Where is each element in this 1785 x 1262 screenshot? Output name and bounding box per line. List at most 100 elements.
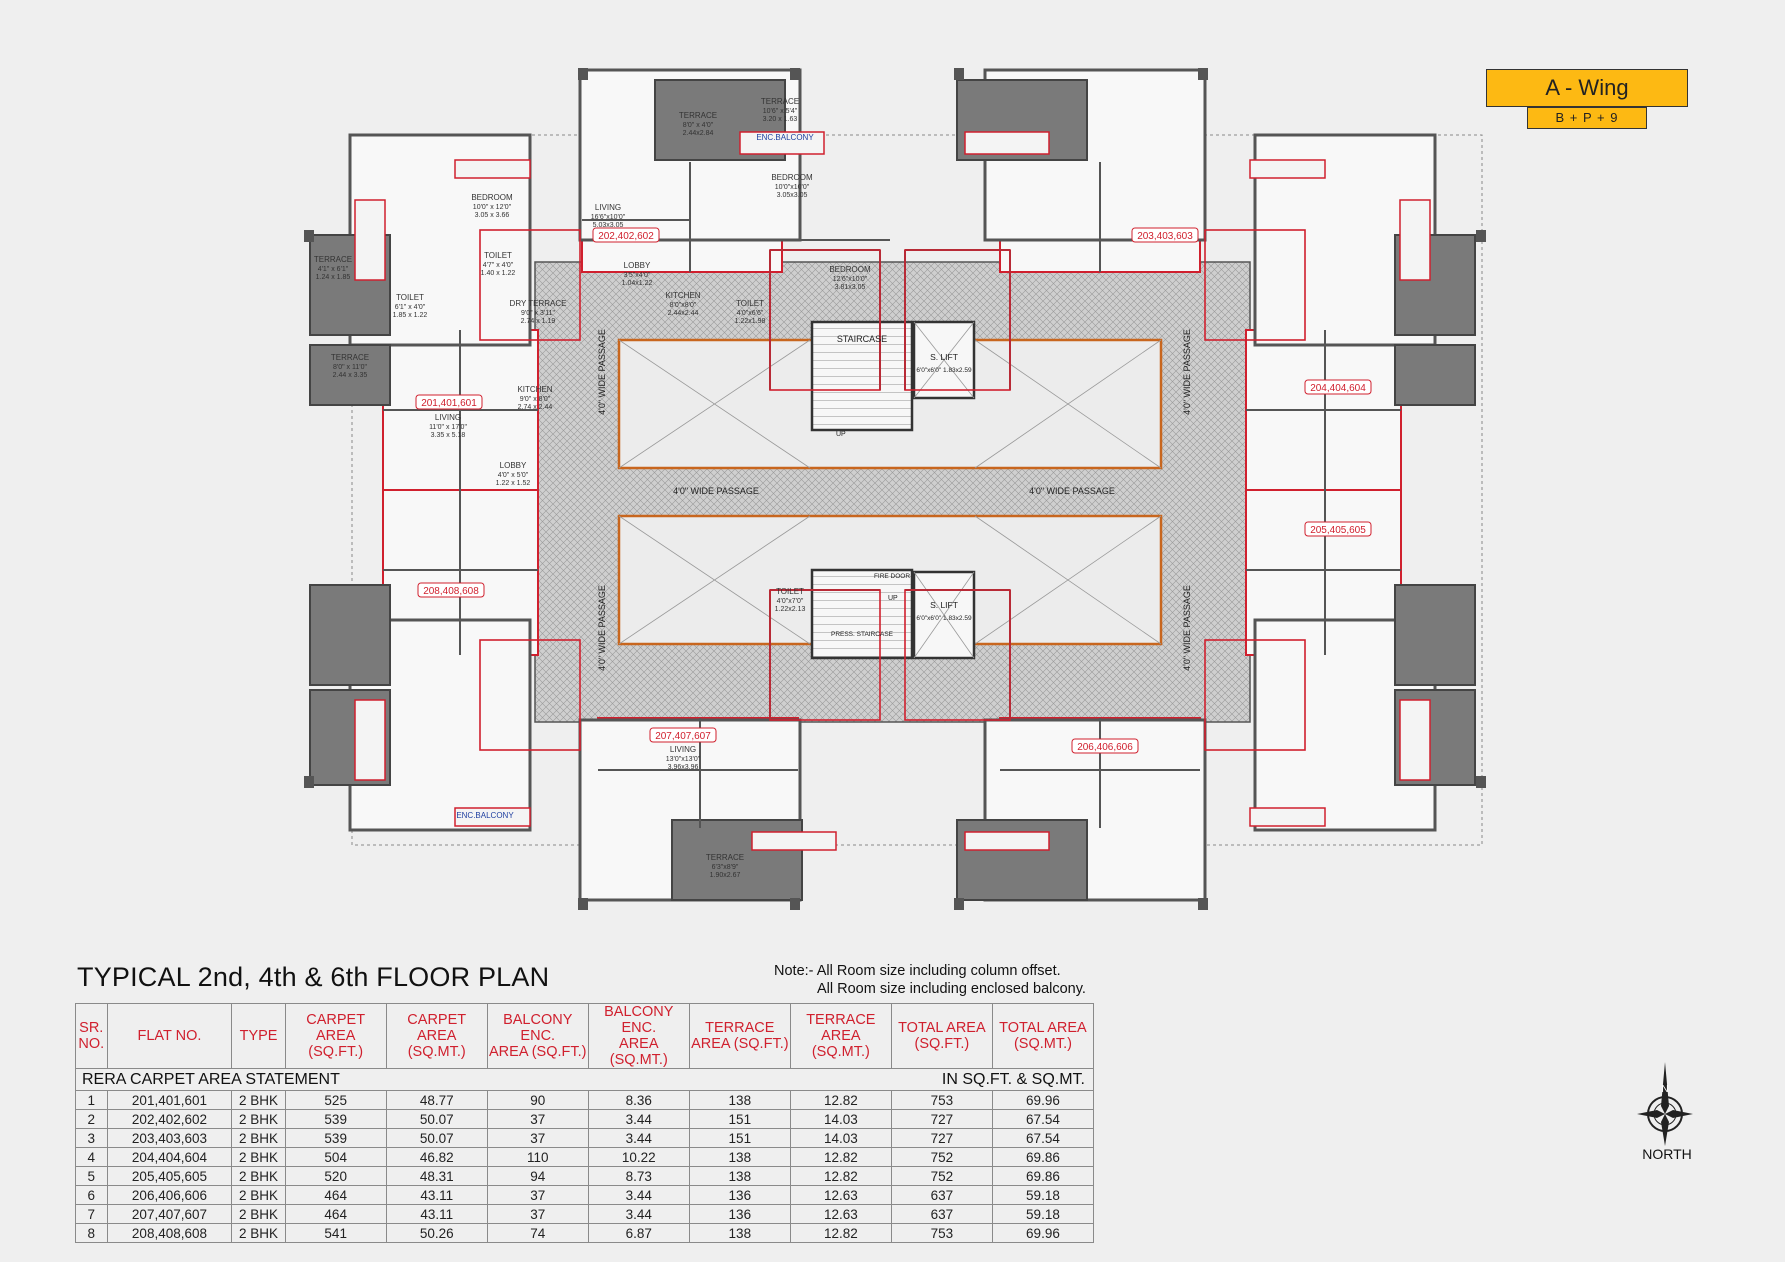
room-name: KITCHEN [665, 291, 700, 300]
table-cell: 138 [688, 1223, 791, 1243]
enc-balcony [964, 831, 1050, 851]
room-name: LIVING [435, 413, 461, 422]
room-outline [904, 249, 1011, 391]
room-size: 16'6"x10'0" [591, 214, 626, 221]
table-header-cell: CARPET AREA (SQ.FT.) [284, 1003, 387, 1069]
table-cell: 50.26 [385, 1223, 488, 1243]
room-name: TERRACE [679, 111, 717, 120]
table-cell: 59.18 [991, 1204, 1095, 1224]
svg-text:207,407,607: 207,407,607 [655, 731, 711, 742]
compass-n-letter: N [1661, 1084, 1668, 1095]
table-cell: 74 [486, 1223, 589, 1243]
enc-balcony [751, 831, 837, 851]
room-name: TOILET [736, 299, 764, 308]
room-size: 11'0" x 17'0" [429, 424, 467, 431]
room-size: 9'0" x 8'0" [520, 396, 551, 403]
table-cell: 8.73 [587, 1166, 690, 1186]
enc-balcony [354, 699, 386, 781]
room-size-metric: 3.05x3.05 [777, 192, 808, 199]
table-cell: 10.22 [587, 1147, 690, 1167]
room-size: 6'3"x8'9" [712, 864, 739, 871]
room-label: ENC.BALCONY [456, 811, 514, 820]
table-cell: 37 [486, 1128, 589, 1148]
table-cell: 752 [890, 1166, 993, 1186]
room-name: TOILET [776, 587, 804, 596]
room-name: BEDROOM [771, 173, 813, 182]
table-cell: 12.82 [789, 1090, 892, 1110]
table-cell: 69.96 [991, 1223, 1095, 1243]
table-cell: 69.86 [991, 1147, 1095, 1167]
table-cell: 59.18 [991, 1185, 1095, 1205]
enc-balcony [354, 199, 386, 281]
room-name: DRY TERRACE [510, 299, 567, 308]
table-cell: 67.54 [991, 1128, 1095, 1148]
table-cell: 520 [284, 1166, 387, 1186]
room-size: 10'6" x 5'4" [763, 108, 798, 115]
table-cell: 2 BHK [231, 1147, 286, 1167]
flat-tag-207: 207,407,607 [649, 727, 717, 743]
table-cell: 2 BHK [231, 1185, 286, 1205]
flat-tag-203: 203,403,603 [1131, 227, 1199, 243]
table-cell: 539 [284, 1109, 387, 1129]
lift-size-top: 6'0"x6'0" 1.83x2.59 [916, 367, 972, 374]
flat-outline [1245, 329, 1402, 496]
compass-label: NORTH [1642, 1146, 1692, 1162]
enc-balcony [1249, 159, 1326, 179]
enc-balcony [1399, 699, 1431, 781]
room-size-metric: 3.81x3.05 [835, 284, 866, 291]
room-size-metric: 1.90x2.67 [710, 872, 741, 879]
terrace-slab [309, 584, 391, 686]
svg-text:206,406,606: 206,406,606 [1077, 742, 1133, 753]
room-size-metric: 2.44 x 3.35 [333, 372, 368, 379]
table-cell: 138 [688, 1090, 791, 1110]
table-header-cell: TERRACE AREA (SQ.MT.) [789, 1003, 892, 1069]
enc-balcony [1249, 807, 1326, 827]
room-label: LIVING 11'0" x 17'0"3.35 x 5.18 [429, 413, 467, 439]
room-size-metric: 3.35 x 5.18 [431, 432, 466, 439]
note: Note:- All Room size including column of… [774, 962, 1086, 998]
room-outline [769, 249, 881, 391]
column [578, 68, 588, 80]
table-cell: 4 [75, 1147, 108, 1167]
wing-title-badge: A - Wing [1486, 69, 1688, 107]
room-size: 6'1" x 4'0" [395, 304, 426, 311]
table-cell: 110 [486, 1147, 589, 1167]
room-size: 4'0"x6'6" [737, 310, 764, 317]
up-label-top: UP [836, 431, 846, 438]
column [790, 68, 800, 80]
note-line-2: All Room size including enclosed balcony… [817, 981, 1086, 997]
table-header-cell: BALCONY ENC. AREA (SQ.MT.) [587, 1003, 690, 1069]
passage-label-left: 4'0" WIDE PASSAGE [673, 486, 759, 496]
room-size-metric: 1.22x1.98 [735, 318, 766, 325]
column [578, 898, 588, 910]
table-header-cell: SR. NO. [75, 1003, 108, 1069]
table-cell: 37 [486, 1109, 589, 1129]
room-size-metric: 1.04x1.22 [622, 280, 653, 287]
room-size-metric: 3.96x3.96 [668, 764, 699, 771]
room-name: LIVING [670, 745, 696, 754]
table-cell: 37 [486, 1185, 589, 1205]
table-cell: 753 [890, 1223, 993, 1243]
table-cell: 94 [486, 1166, 589, 1186]
north-compass: N NORTH [1636, 1060, 1694, 1162]
room-outline [1204, 229, 1306, 341]
room-size-metric: 2.44x2.44 [668, 310, 699, 317]
note-line-1: Note:- All Room size including column of… [774, 963, 1061, 979]
table-cell: 2 [75, 1109, 108, 1129]
flat-tag-204: 204,404,604 [1304, 379, 1372, 395]
table-cell: 14.03 [789, 1128, 892, 1148]
table-cell: 151 [688, 1109, 791, 1129]
table-cell: 6 [75, 1185, 108, 1205]
room-size: 8'0" x 4'0" [683, 122, 714, 129]
